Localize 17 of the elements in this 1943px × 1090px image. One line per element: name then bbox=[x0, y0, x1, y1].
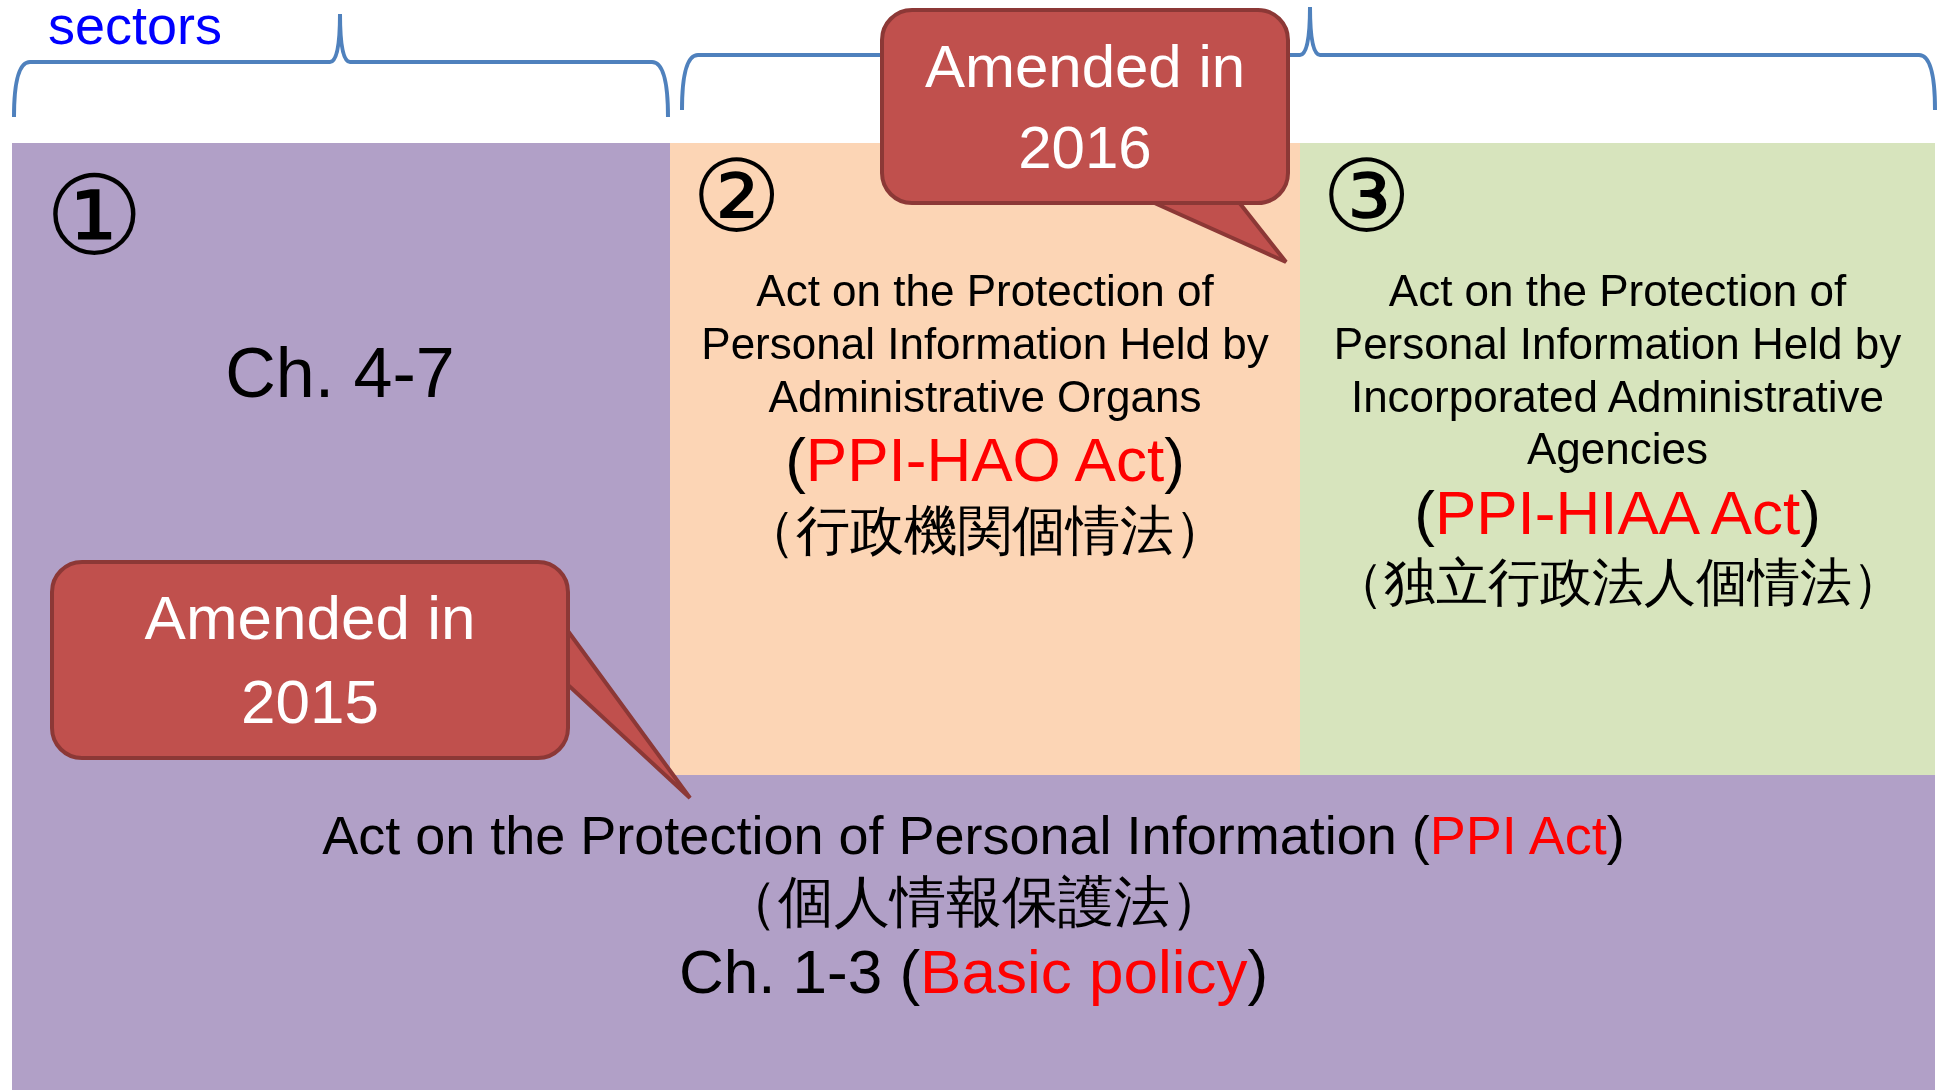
act-abbreviation: (PPI-HIAA Act) bbox=[1413, 477, 1822, 550]
act-abbreviation: (PPI-HAO Act) bbox=[784, 424, 1186, 497]
callout-text: Amended in 2015 bbox=[143, 582, 477, 738]
act-title: Act on the Protection of Personal Information (PPI Act) bbox=[321, 804, 1626, 867]
circled-number: ③ bbox=[1322, 147, 1412, 247]
act-title: Act on the Protection of Personal Information Held by Administrative Organs bbox=[700, 265, 1270, 423]
circled-number: ② bbox=[692, 147, 782, 247]
act-title-japanese: （個人情報保護法） bbox=[720, 868, 1227, 935]
act-title-japanese: （行政機関個情法） bbox=[741, 498, 1229, 562]
act-title-japanese: （独立行政法人個情法） bbox=[1330, 551, 1905, 613]
act-panel bbox=[1300, 143, 1935, 775]
bracket-label: sectors bbox=[48, 0, 223, 56]
callout-text: Amended in 2016 bbox=[923, 31, 1247, 183]
chapter-label: Ch. 1-3 (Basic policy) bbox=[677, 936, 1270, 1008]
act-title: Act on the Protection of Personal Information Held by Incorporated Administrative Agencies bbox=[1332, 265, 1903, 476]
chapter-label: Ch. 4-7 bbox=[224, 338, 456, 408]
circled-number: ① bbox=[45, 161, 144, 271]
